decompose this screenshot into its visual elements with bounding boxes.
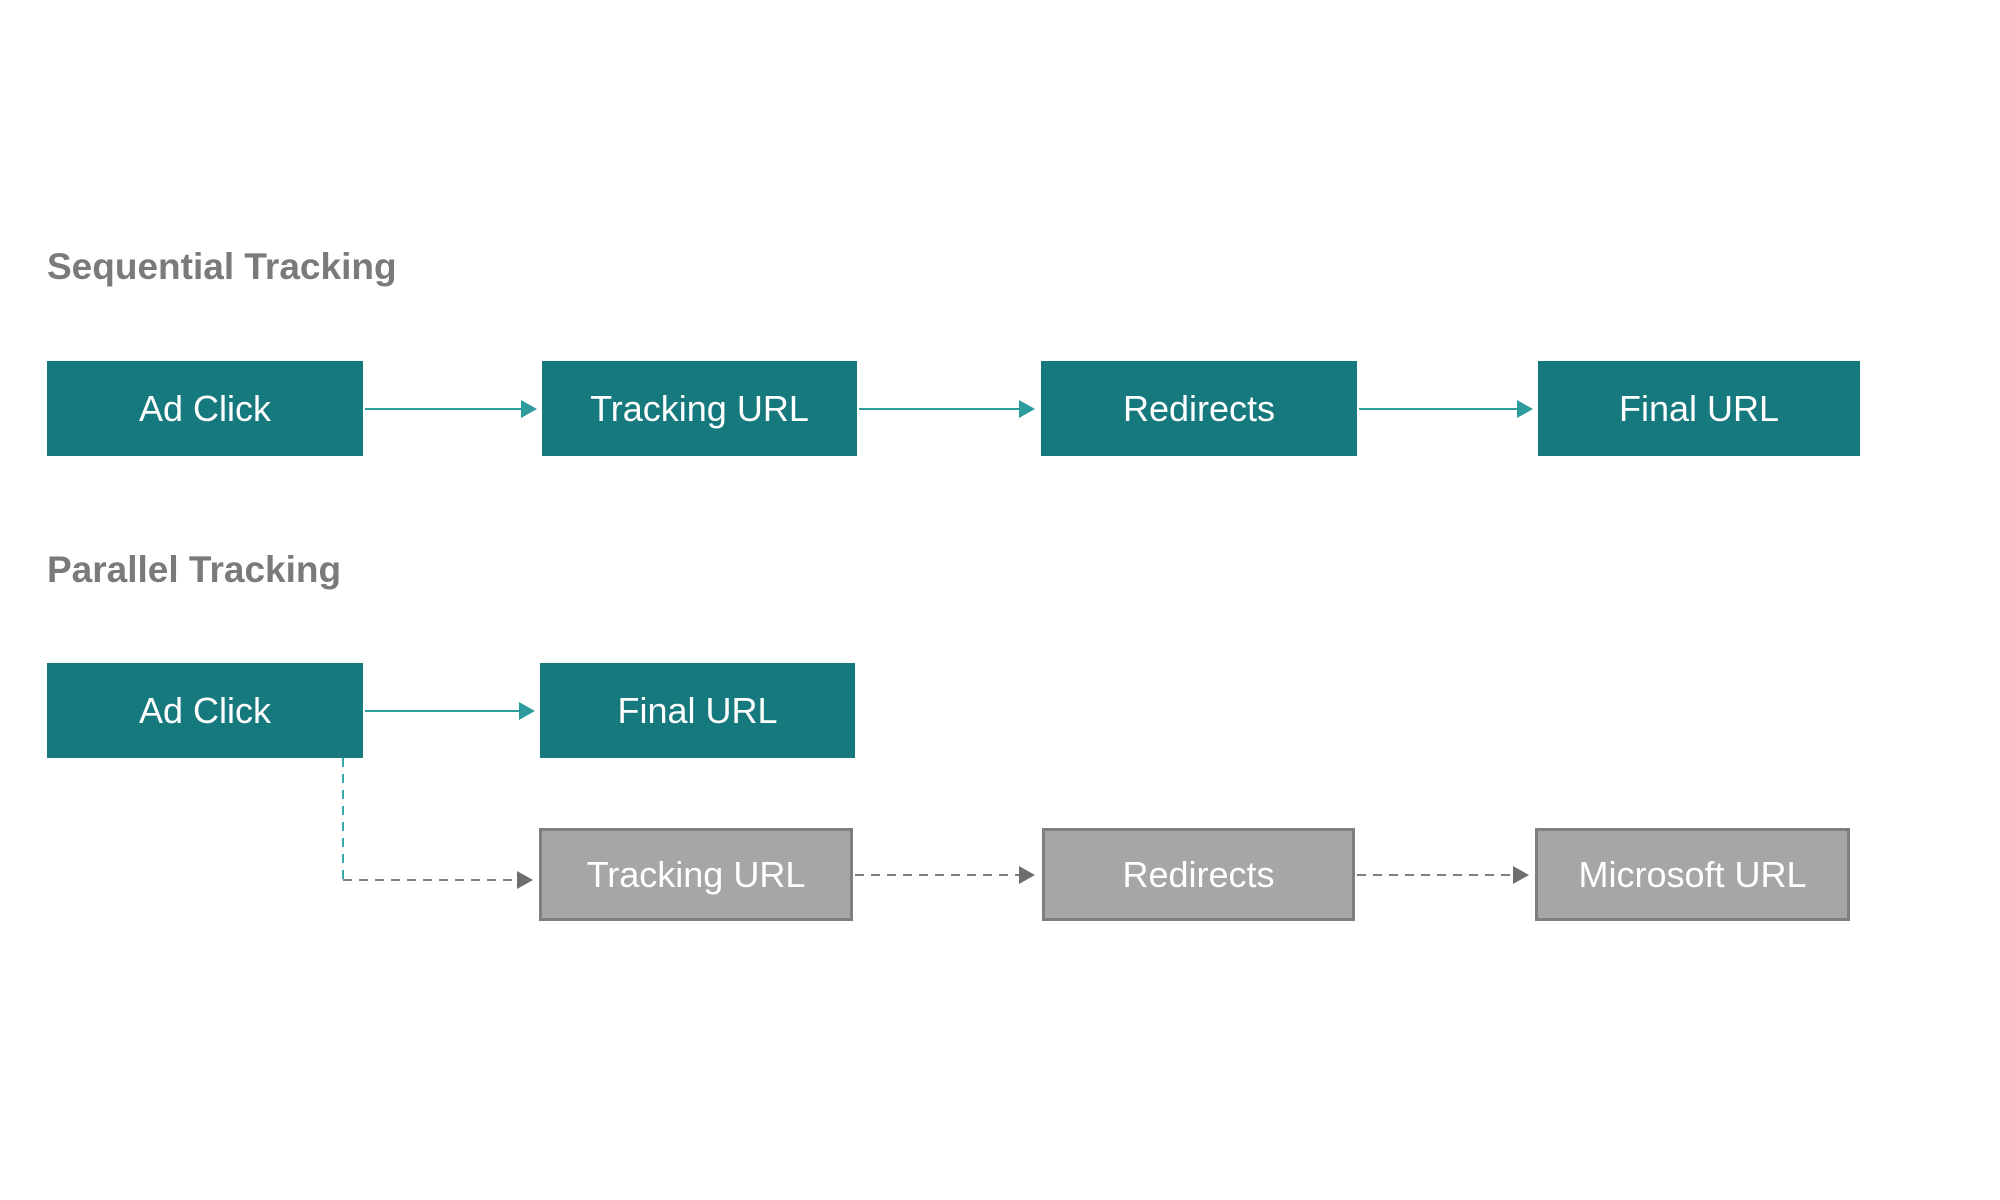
- seq-connector-2: [859, 400, 1035, 418]
- par-node-tracking-url: Tracking URL: [539, 828, 853, 921]
- par-elbow-vertical-dashed-line: [342, 758, 344, 880]
- par-node-microsoft-url: Microsoft URL: [1535, 828, 1850, 921]
- arrowhead-icon: [1019, 866, 1035, 884]
- par-node-ad-click: Ad Click: [47, 663, 363, 758]
- seq-connector-1: [365, 400, 537, 418]
- par-connector-dashed-2: [1357, 866, 1529, 884]
- connector-line: [1359, 408, 1518, 410]
- connector-line: [343, 879, 518, 881]
- arrowhead-icon: [517, 871, 533, 889]
- seq-node-final-url: Final URL: [1538, 361, 1860, 456]
- connector-line: [855, 874, 1020, 876]
- par-connector-dashed-1: [855, 866, 1035, 884]
- connector-line: [1357, 874, 1514, 876]
- connector-line: [365, 710, 520, 712]
- seq-node-tracking-url: Tracking URL: [542, 361, 857, 456]
- seq-node-redirects: Redirects: [1041, 361, 1357, 456]
- par-elbow-connector-tracking-url: [343, 871, 533, 889]
- seq-node-ad-click: Ad Click: [47, 361, 363, 456]
- arrowhead-icon: [1517, 400, 1533, 418]
- arrowhead-icon: [1019, 400, 1035, 418]
- seq-connector-3: [1359, 400, 1533, 418]
- par-node-redirects: Redirects: [1042, 828, 1355, 921]
- par-node-final-url: Final URL: [540, 663, 855, 758]
- par-connector-final-url: [365, 702, 535, 720]
- arrowhead-icon: [521, 400, 537, 418]
- connector-line: [365, 408, 522, 410]
- heading-parallel-tracking: Parallel Tracking: [47, 549, 342, 590]
- arrowhead-icon: [519, 702, 535, 720]
- connector-line: [859, 408, 1020, 410]
- arrowhead-icon: [1513, 866, 1529, 884]
- heading-sequential-tracking: Sequential Tracking: [47, 246, 397, 287]
